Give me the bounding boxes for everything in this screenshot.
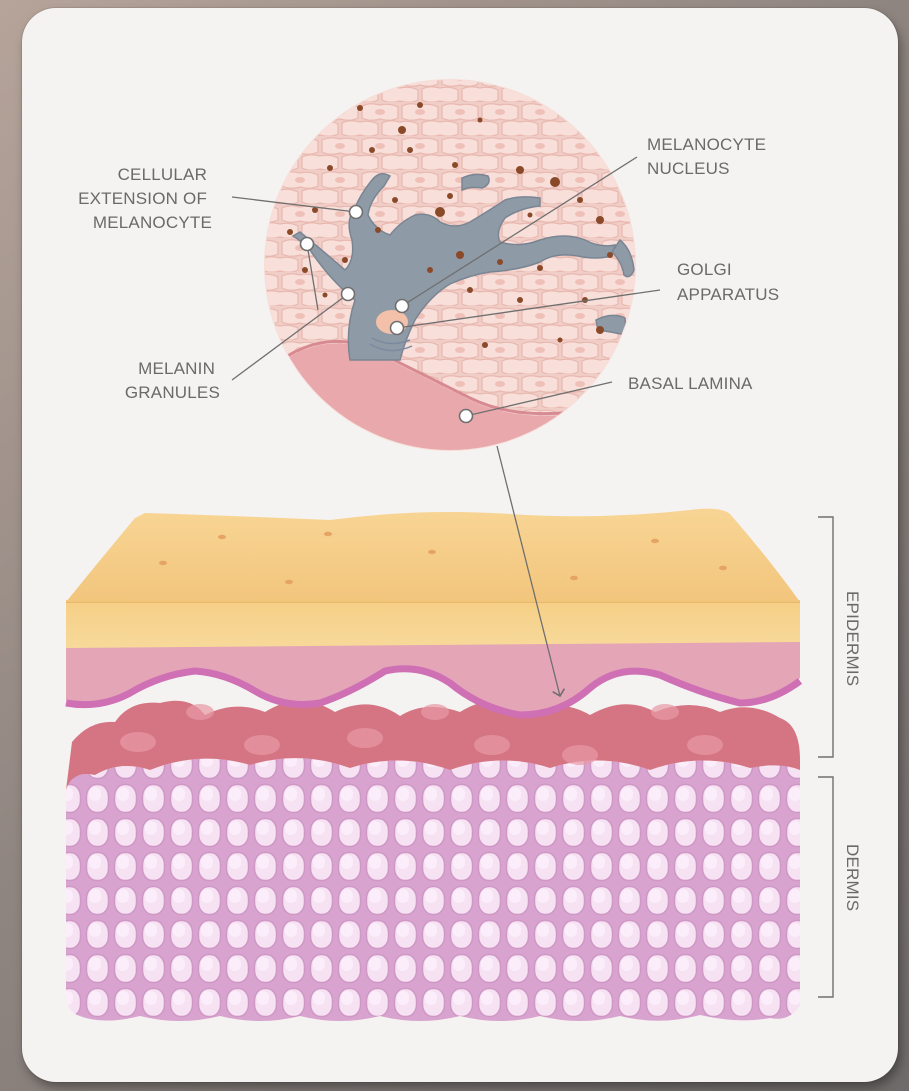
- epidermis-bracket: [818, 517, 833, 757]
- label-epidermis: EPIDERMIS: [843, 591, 862, 686]
- label-golgi-apparatus: GOLGI APPARATUS: [677, 260, 779, 304]
- stratum-corneum-top: [66, 509, 800, 602]
- dermis-layer: [60, 740, 810, 1040]
- label-cellular-extension: CELLULAR EXTENSION OF MELANOCYTE: [78, 165, 212, 232]
- label-basal-lamina: BASAL LAMINA: [628, 374, 753, 393]
- label-dermis: DERMIS: [843, 844, 862, 911]
- dermis-bracket: [818, 777, 833, 997]
- layer-brackets: [818, 517, 833, 997]
- magnified-view: [260, 75, 640, 460]
- label-melanin-granules: MELANIN GRANULES: [125, 359, 220, 402]
- skin-block: [60, 509, 810, 1040]
- label-melanocyte-nucleus: MELANOCYTE NUCLEUS: [647, 135, 771, 178]
- stratum-side: [66, 600, 800, 648]
